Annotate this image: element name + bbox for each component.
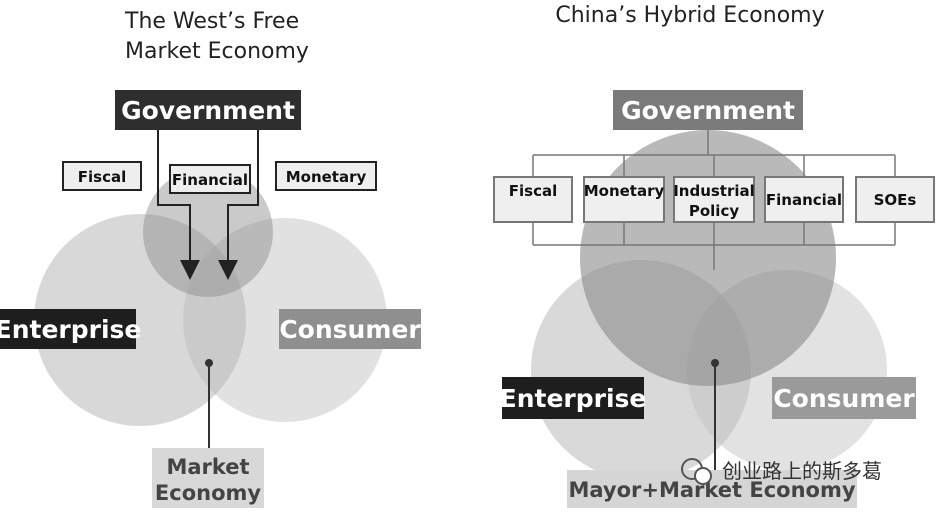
right-tool-fiscal-box	[493, 176, 573, 223]
left-enterprise-box	[0, 309, 136, 349]
right-consumer-box	[772, 377, 916, 419]
left-government-box	[115, 90, 301, 130]
right-connector-tree	[532, 130, 896, 270]
right-enterprise-box	[502, 377, 644, 419]
left-result-line1: Market	[166, 455, 249, 479]
left-tool-financial: Financial	[172, 171, 248, 189]
right-tool-fiscal: Fiscal	[509, 182, 557, 200]
left-pointer-dot	[205, 359, 213, 367]
left-government-circle	[143, 167, 273, 297]
right-result-label: Mayor+Market Economy	[568, 478, 855, 502]
right-tool-soes-box	[855, 176, 935, 223]
left-tool-fiscal-box	[62, 161, 142, 191]
right-tool-industrial-box	[673, 176, 755, 223]
right-government-label: Government	[621, 96, 795, 125]
right-government-box	[613, 90, 803, 130]
left-consumer-box	[279, 309, 421, 349]
left-title-line2: Market Economy	[125, 39, 309, 64]
right-result-box	[567, 470, 857, 508]
right-diagram: China’s Hybrid Economy Government Fiscal…	[493, 3, 935, 508]
left-result-line2: Economy	[155, 481, 261, 505]
right-tool-financial: Financial	[766, 191, 842, 209]
left-tool-monetary-box	[275, 161, 377, 191]
right-consumer-label: Consumer	[773, 384, 915, 413]
left-arrow-2	[218, 130, 259, 280]
right-title: China’s Hybrid Economy	[555, 3, 824, 28]
watermark-text: 创业路上的斯多葛	[722, 459, 882, 483]
right-tool-monetary-box	[583, 176, 665, 223]
left-tool-fiscal: Fiscal	[78, 168, 126, 186]
left-diagram: The West’s Free Market Economy Governmen…	[0, 9, 421, 508]
right-tool-monetary: Monetary	[584, 182, 665, 200]
left-government-label: Government	[121, 96, 295, 125]
right-tool-industrial-line1: Industrial	[673, 182, 755, 200]
left-consumer-label: Consumer	[279, 315, 421, 344]
right-tool-financial-box	[764, 176, 844, 223]
right-pointer-dot	[711, 359, 719, 367]
right-government-circle	[580, 130, 836, 386]
left-arrow-1	[157, 130, 200, 280]
right-tool-soes: SOEs	[874, 191, 917, 209]
left-tool-monetary: Monetary	[286, 168, 367, 186]
left-title-line1: The West’s Free	[124, 9, 299, 34]
left-result-box	[152, 448, 264, 508]
left-tool-financial-box	[169, 164, 251, 194]
right-tool-industrial-line2: Policy	[689, 202, 739, 220]
watermark: 创业路上的斯多葛	[681, 458, 882, 485]
right-enterprise-label: Enterprise	[500, 384, 647, 413]
left-enterprise-label: Enterprise	[0, 315, 141, 344]
